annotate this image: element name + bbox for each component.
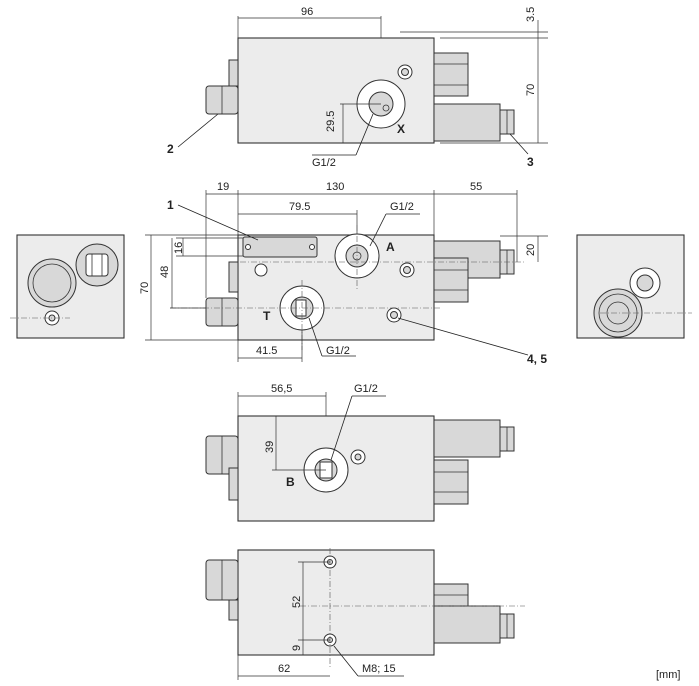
pilot-hole bbox=[254, 263, 268, 277]
dim-3-5: 3.5 bbox=[525, 7, 537, 22]
callout-1: 1 bbox=[167, 198, 174, 212]
mount-view: 52 9 62 M8; 15 bbox=[205, 548, 525, 680]
port-t-label: T bbox=[263, 309, 271, 323]
bottom-view: 56,5 39 B G1/2 bbox=[205, 383, 515, 522]
thread-g12-bottom: G1/2 bbox=[354, 383, 378, 395]
dim-70-front: 70 bbox=[139, 282, 151, 294]
port-b-label: B bbox=[286, 475, 295, 489]
right-nut-bottom bbox=[433, 459, 469, 505]
dim-130: 130 bbox=[326, 181, 344, 193]
callout-2: 2 bbox=[167, 142, 174, 156]
right-side-view bbox=[576, 234, 692, 339]
right-nut-front bbox=[433, 257, 469, 303]
dim-55: 55 bbox=[470, 181, 482, 193]
solenoid-bottom bbox=[433, 419, 501, 458]
dim-16: 16 bbox=[173, 242, 185, 254]
dim-48: 48 bbox=[159, 266, 171, 278]
dim-9: 9 bbox=[291, 645, 303, 651]
left-side-view bbox=[10, 234, 125, 339]
unit-label: [mm] bbox=[656, 669, 680, 681]
thread-g12-a: G1/2 bbox=[390, 201, 414, 213]
port-x-label: X bbox=[397, 122, 405, 136]
dim-62: 62 bbox=[278, 663, 290, 675]
dim-70-top: 70 bbox=[525, 84, 537, 96]
dim-29-5: 29.5 bbox=[325, 111, 337, 132]
dim-19: 19 bbox=[217, 181, 229, 193]
thread-g12-top: G1/2 bbox=[312, 157, 336, 169]
solenoid-top bbox=[433, 103, 501, 142]
dim-39: 39 bbox=[264, 441, 276, 453]
left-fitting-bottom bbox=[228, 467, 239, 501]
dim-52: 52 bbox=[291, 596, 303, 608]
right-nut-top bbox=[433, 52, 469, 97]
dim-79-5: 79.5 bbox=[289, 201, 310, 213]
top-view: 96 3.5 70 29.5 X bbox=[167, 6, 548, 169]
left-fitting-mount bbox=[228, 599, 239, 621]
left-fitting-top bbox=[228, 59, 239, 87]
dim-41-5: 41.5 bbox=[256, 345, 277, 357]
thread-g12-t: G1/2 bbox=[326, 345, 350, 357]
callout-4-5: 4, 5 bbox=[527, 352, 547, 366]
left-fitting-front bbox=[228, 261, 239, 293]
dim-56-5: 56,5 bbox=[271, 383, 292, 395]
solenoid-mount bbox=[433, 605, 501, 644]
port-a-label: A bbox=[386, 240, 395, 254]
thread-m8: M8; 15 bbox=[362, 663, 396, 675]
front-view: 19 130 55 79.5 bbox=[139, 181, 548, 366]
nameplate bbox=[242, 236, 318, 258]
callout-3: 3 bbox=[527, 155, 534, 169]
dim-96: 96 bbox=[301, 6, 313, 18]
side-plug-left bbox=[27, 258, 77, 308]
dim-20: 20 bbox=[525, 244, 537, 256]
